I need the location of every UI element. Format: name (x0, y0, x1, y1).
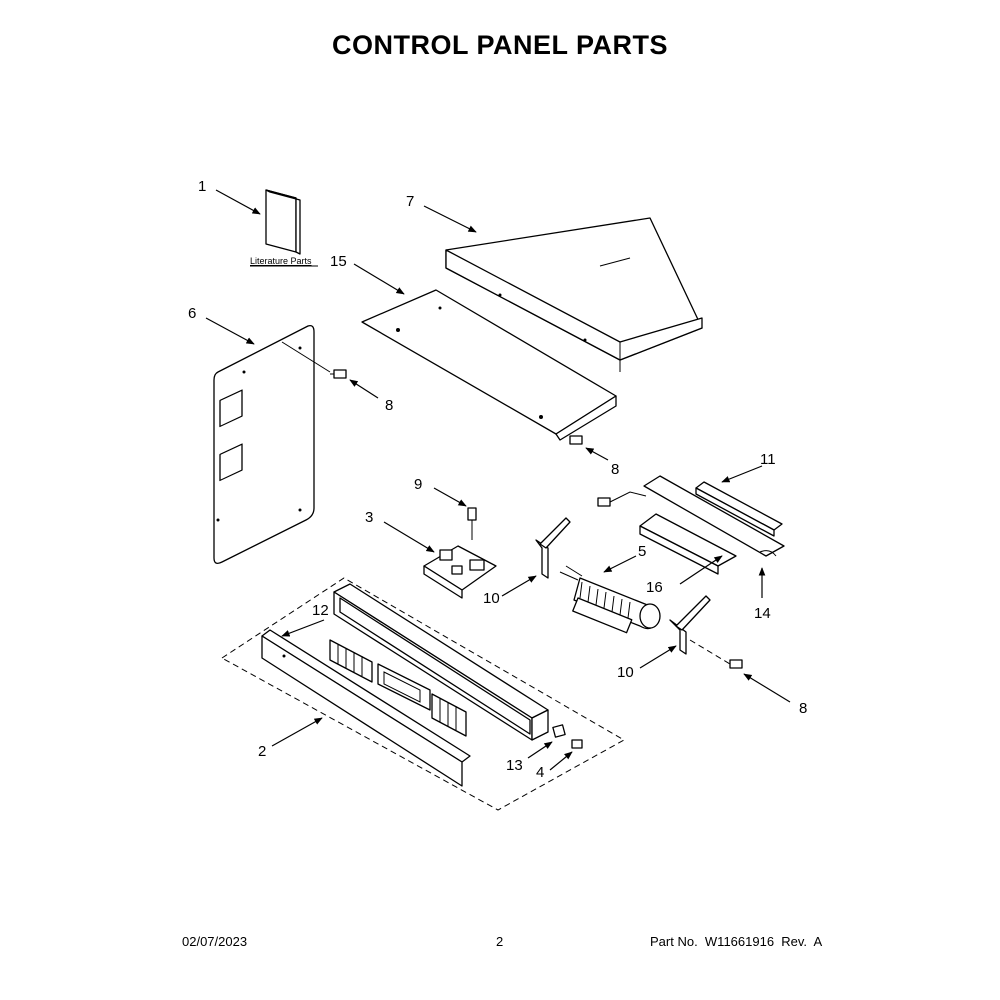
top-cover (445, 217, 703, 372)
display-window (377, 663, 431, 711)
literature-booklet (250, 189, 318, 267)
callout-6: 6 (188, 305, 196, 322)
callout-14: 14 (754, 605, 771, 622)
footer-page-number: 2 (496, 934, 504, 949)
callout-8-bottom: 8 (799, 700, 807, 717)
callout-8-top: 8 (385, 397, 393, 414)
callout-11: 11 (760, 451, 776, 468)
callout-4: 4 (536, 764, 544, 781)
callout-13: 13 (506, 757, 523, 774)
screw-frame (571, 739, 583, 749)
keypad-right (431, 693, 467, 737)
side-panel (213, 324, 331, 564)
callout-5: 5 (638, 543, 646, 560)
clip (552, 724, 566, 738)
panel-plate (361, 289, 617, 441)
footer-part-number: Part No. W11661916 Rev. A (650, 934, 823, 949)
blower-fan (559, 565, 661, 634)
callout-9: 9 (414, 476, 422, 493)
callout-10-right: 10 (617, 664, 634, 681)
control-screw (467, 507, 477, 540)
callout-3: 3 (365, 509, 373, 526)
callout-10-left: 10 (483, 590, 500, 607)
control-frame (333, 583, 549, 741)
screw-plate (569, 435, 583, 445)
callout-16: 16 (646, 579, 663, 596)
bracket-left (535, 517, 571, 579)
callout-1: 1 (198, 178, 206, 195)
literature-parts-label: Literature Parts (250, 256, 312, 266)
callout-12: 12 (312, 602, 329, 619)
control-board (423, 545, 497, 599)
screw-bracket (597, 491, 647, 507)
page-title: CONTROL PANEL PARTS (331, 30, 669, 60)
support-bracket-lower (639, 513, 737, 575)
support-bracket-upper (643, 475, 785, 557)
callout-7: 7 (406, 193, 414, 210)
callout-15: 15 (330, 253, 347, 270)
bracket-right (669, 595, 711, 655)
duct-strip (695, 481, 783, 537)
callout-8-plate: 8 (611, 461, 619, 478)
glass-panel (261, 629, 471, 787)
footer-date: 02/07/2023 (182, 934, 248, 949)
leader-lines (205, 189, 791, 771)
screw-top (330, 369, 347, 379)
screw-bottom (689, 639, 743, 669)
callout-2: 2 (258, 743, 266, 760)
keypad-left (329, 639, 373, 683)
